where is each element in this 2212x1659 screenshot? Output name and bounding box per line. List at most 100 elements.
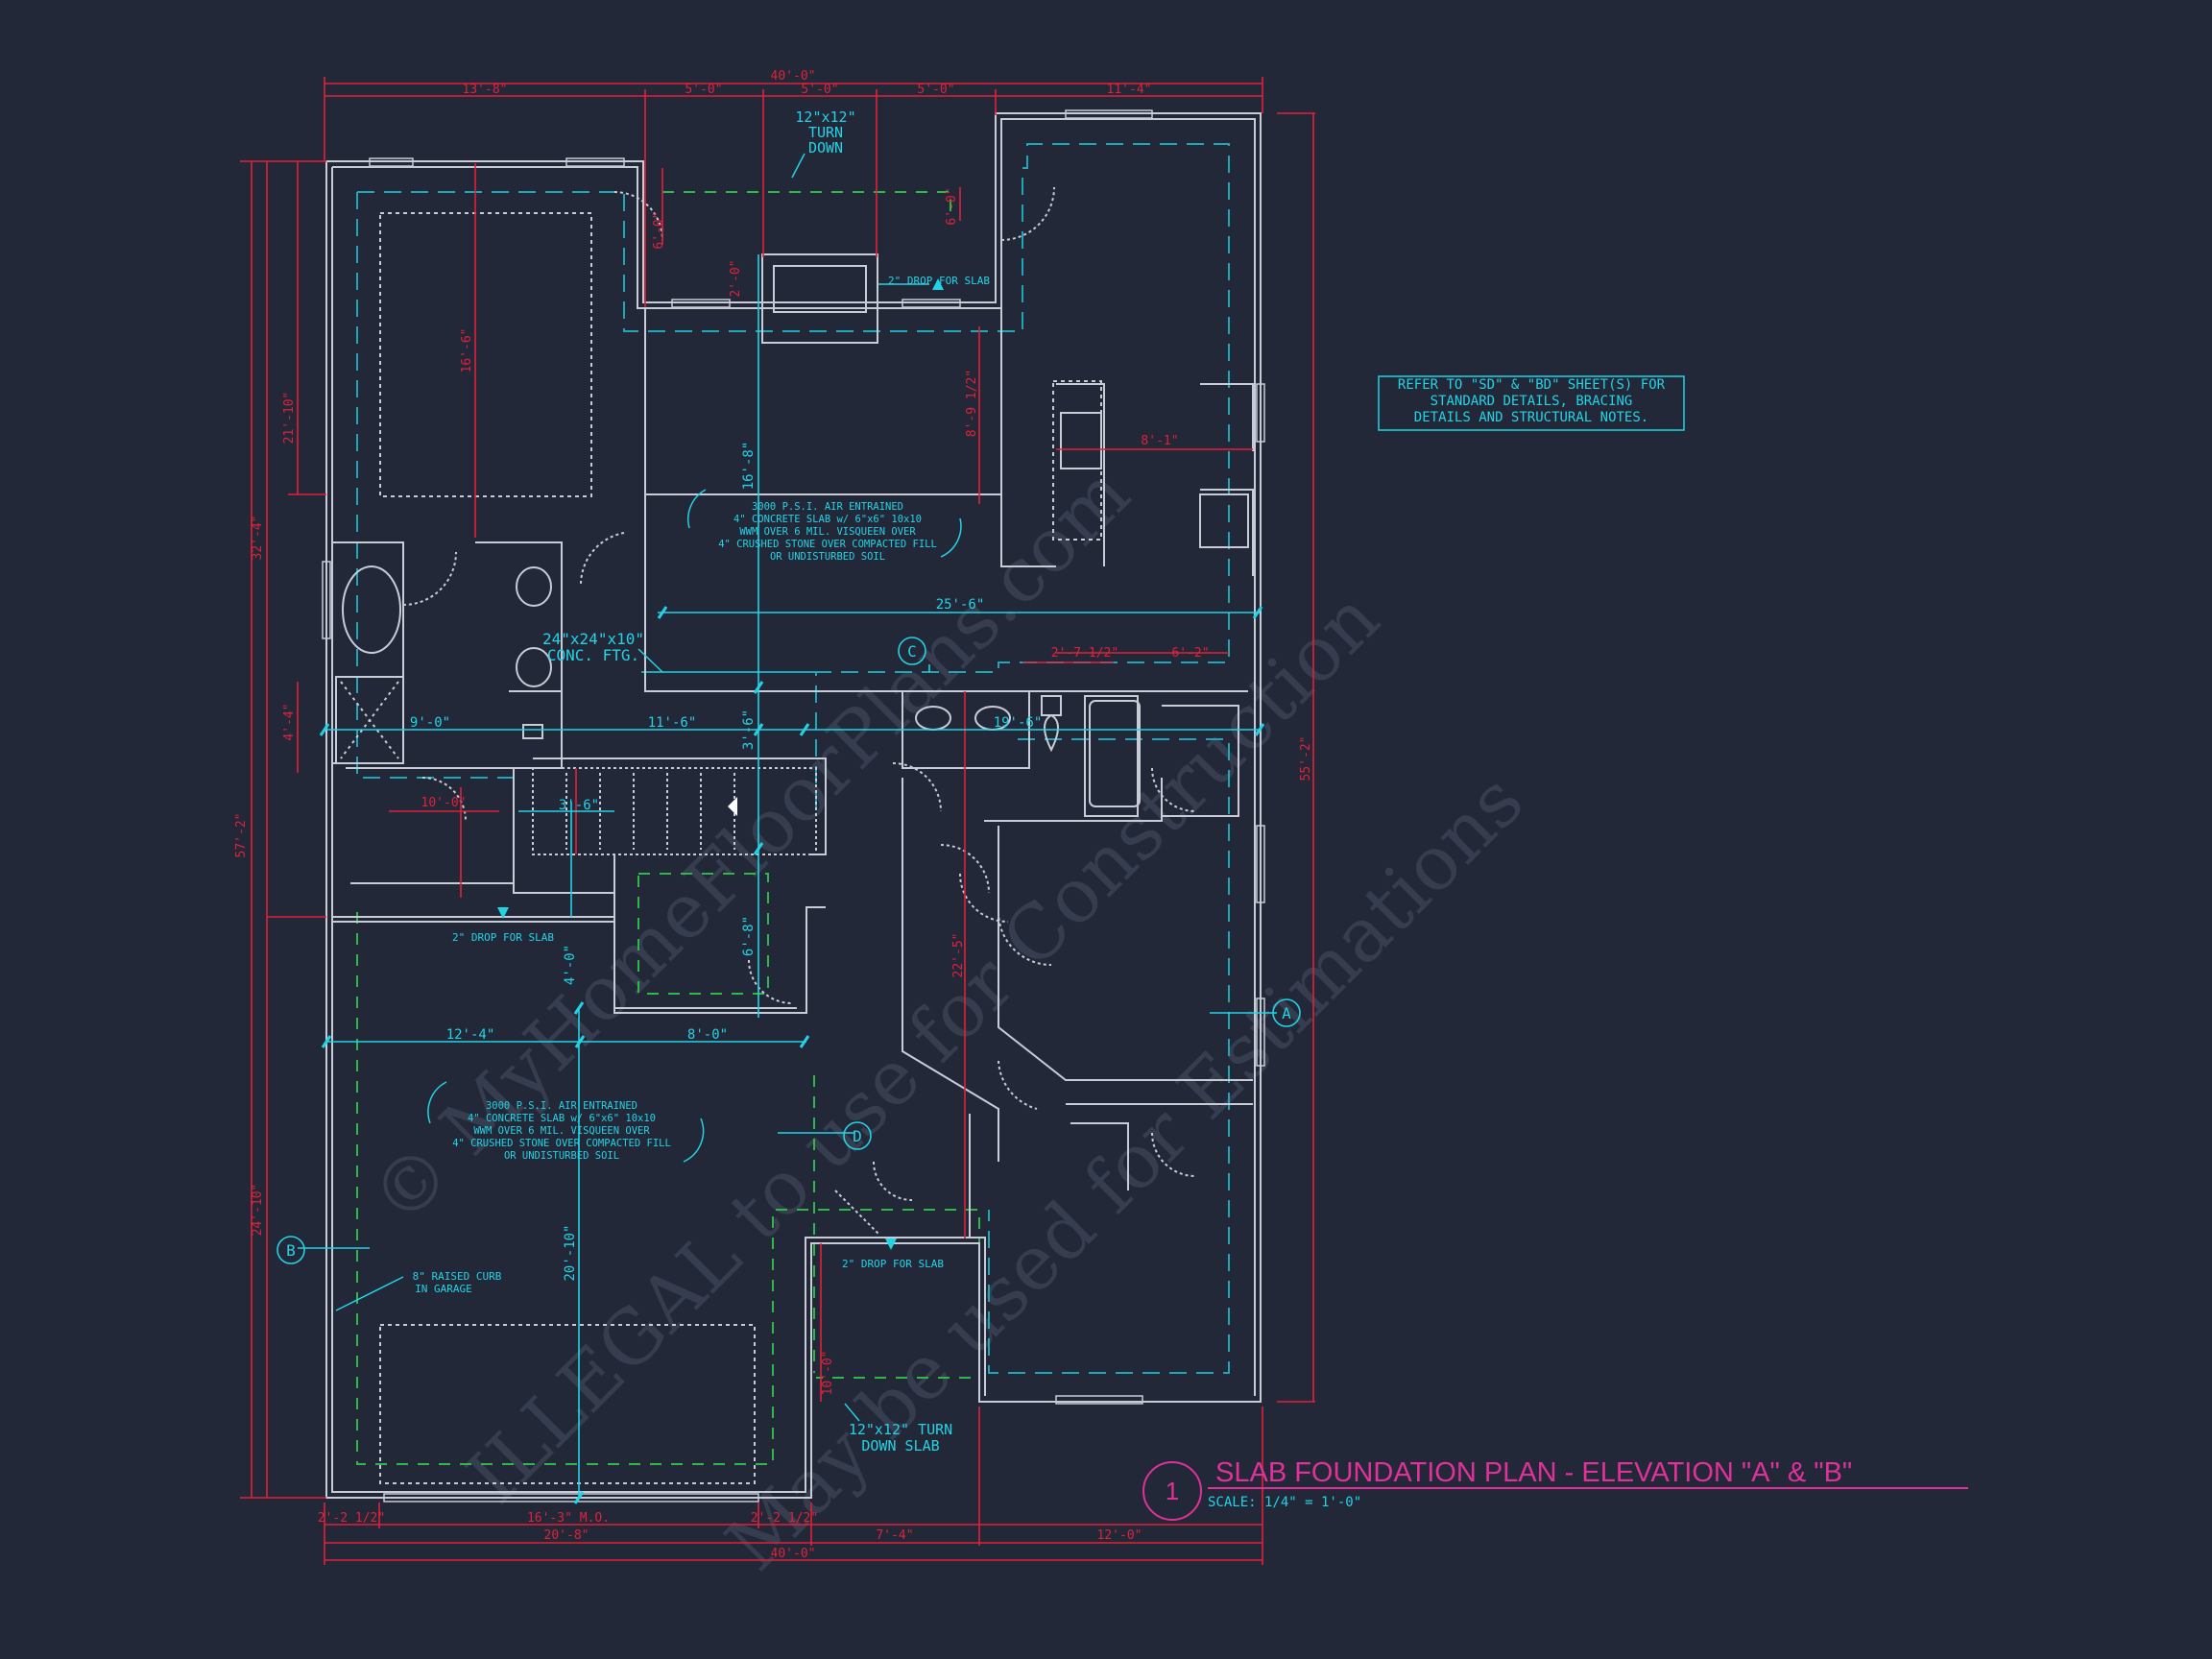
drop-slab-mid: 2" DROP FOR SLAB — [452, 931, 554, 944]
grid-marker-b — [276, 1236, 305, 1264]
grid-marker-c — [898, 637, 926, 665]
leader-lines — [335, 153, 962, 1422]
dim-19-6: 19'-6" — [994, 715, 1043, 731]
slab-note-garage-3: WWM OVER 6 MIL. VISQUEEN OVER — [473, 1125, 650, 1137]
raised-curb-line-2: IN GARAGE — [415, 1283, 472, 1295]
dimension-lines — [240, 77, 1315, 1565]
turn-down-top-line-1: 12"x12" — [795, 108, 855, 126]
slab-note-house-1: 3000 P.S.I. AIR ENTRAINED — [752, 501, 903, 513]
door-swings — [402, 186, 1196, 1235]
dim-bottom-overall: 40'-0" — [771, 1547, 816, 1561]
dim-bottom-1: 2'-2 1/2" — [318, 1511, 385, 1526]
master-sink-2 — [516, 647, 552, 687]
kitchen-island — [1052, 380, 1102, 541]
island-sink — [1060, 412, 1102, 469]
dim-top-2: 5'-0" — [685, 83, 722, 97]
tub — [342, 565, 401, 654]
general-note-box: REFER TO "SD" & "BD" SHEET(S) FOR STANDA… — [1378, 375, 1685, 431]
stairs — [532, 767, 817, 855]
dim-3-6-vert: 3'-6" — [741, 709, 757, 750]
dim-bottom-4: 20'-8" — [544, 1528, 589, 1543]
cyan-dimension-labels: 16'-8" 25'-6" 9'-0" 11'-6" 19'-6" 3'-6" … — [410, 442, 1042, 1282]
slab-note-garage: 3000 P.S.I. AIR ENTRAINED 4" CONCRETE SL… — [452, 1100, 671, 1162]
dim-bottom-2: 16'-3" M.O. — [527, 1511, 610, 1526]
title-number-circle — [1142, 1461, 1202, 1521]
footing-line-1: 24"x24"x10" — [542, 630, 644, 648]
dim-12-4: 12'-4" — [446, 1027, 495, 1043]
title-block: 1 SLAB FOUNDATION PLAN - ELEVATION "A" &… — [1142, 1457, 1968, 1521]
grid-marker-d — [843, 1121, 872, 1150]
slab-note-house: 3000 P.S.I. AIR ENTRAINED 4" CONCRETE SL… — [718, 501, 937, 563]
title-number: 1 — [1166, 1477, 1179, 1505]
grid-marker-labels: C A B D — [286, 642, 1291, 1260]
turn-down-bottom-line-1: 12"x12" TURN — [849, 1421, 952, 1438]
slab-note-garage-1: 3000 P.S.I. AIR ENTRAINED — [486, 1100, 637, 1112]
dim-2-0: 2'-0" — [729, 259, 743, 297]
turn-down-top-line-2: TURN — [808, 124, 843, 141]
slab-note-garage-4: 4" CRUSHED STONE OVER COMPACTED FILL — [452, 1138, 671, 1149]
section-marks — [497, 278, 944, 1250]
grid-marker-d-label: D — [853, 1127, 862, 1145]
dim-22-5: 22'-5" — [951, 933, 966, 978]
dimension-ticks — [319, 606, 1265, 1504]
dim-top-5: 11'-4" — [1107, 83, 1152, 97]
dim-10-0-b: 10'-0" — [821, 1351, 835, 1396]
cyan-dimension-lines — [298, 254, 1277, 1498]
general-note-line-3: DETAILS AND STRUCTURAL NOTES. — [1414, 410, 1648, 425]
footing-lines — [356, 143, 1230, 1374]
dim-20-10: 20'-10" — [563, 1224, 578, 1281]
dim-left-overall: 57'-2" — [234, 813, 249, 858]
dim-8-0: 8'-0" — [687, 1027, 728, 1043]
title-scale: SCALE: 1/4" = 1'-0" — [1208, 1495, 1361, 1510]
grid-marker-b-label: B — [286, 1241, 296, 1260]
dim-top-1: 13'-8" — [463, 83, 508, 97]
turn-down-top-line-3: DOWN — [808, 139, 843, 156]
slab-note-garage-5: OR UNDISTURBED SOIL — [504, 1150, 619, 1162]
dim-6-8: 6'-8" — [741, 916, 757, 956]
dim-8-9: 8'-9 1/2" — [965, 370, 979, 437]
master-sink-1 — [516, 566, 552, 607]
grid-markers — [276, 637, 1301, 1264]
dim-top-3: 5'-0" — [801, 83, 838, 97]
dim-top-4: 5'-0" — [917, 83, 954, 97]
dim-16-6: 16'-6" — [460, 328, 474, 373]
hall-tub — [1089, 700, 1141, 807]
dim-6-0-top: 6'-0" — [652, 211, 666, 249]
dim-8-1: 8'-1" — [1141, 434, 1178, 448]
dim-right-overall: 55'-2" — [1299, 736, 1313, 781]
dim-bottom-6: 12'-0" — [1097, 1528, 1142, 1543]
range — [1199, 493, 1249, 548]
dim-4-0: 4'-0" — [563, 945, 578, 985]
walls — [322, 109, 1265, 1503]
dim-6-0-right: 6'-0" — [945, 187, 959, 225]
footing-line-2: CONC. FTG. — [547, 646, 639, 664]
general-note-line-2: STANDARD DETAILS, BRACING — [1431, 394, 1633, 409]
toilet-master — [522, 724, 543, 739]
toilet-hall — [1041, 695, 1062, 753]
shower — [335, 676, 404, 764]
dim-left-2: 32'-4" — [251, 516, 265, 561]
title-text: SLAB FOUNDATION PLAN - ELEVATION "A" & "… — [1215, 1457, 1852, 1488]
slab-note-garage-2: 4" CONCRETE SLAB w/ 6"x6" 10x10 — [468, 1113, 656, 1124]
windows — [322, 109, 1265, 1503]
dim-left-4: 24'-10" — [251, 1184, 265, 1237]
slab-note-house-4: 4" CRUSHED STONE OVER COMPACTED FILL — [718, 539, 937, 550]
fireplace — [761, 253, 878, 344]
dimension-labels: 40'-0" 13'-8" 5'-0" 5'-0" 5'-0" 11'-4" 5… — [234, 69, 1313, 1561]
dim-9-0: 9'-0" — [410, 715, 450, 731]
dim-2-7: 2'-7 1/2" — [1051, 646, 1118, 661]
general-note-line-1: REFER TO "SD" & "BD" SHEET(S) FOR — [1398, 377, 1666, 393]
slab-note-house-5: OR UNDISTURBED SOIL — [770, 551, 885, 563]
dim-top-overall: 40'-0" — [771, 69, 816, 84]
hidden-lines — [356, 191, 980, 1465]
grid-marker-a — [1272, 998, 1301, 1027]
slab-note-house-2: 4" CONCRETE SLAB w/ 6"x6" 10x10 — [733, 514, 922, 525]
dim-left-1: 21'-10" — [282, 392, 297, 445]
dim-25-6: 25'-6" — [936, 597, 985, 613]
grid-marker-c-label: C — [907, 642, 917, 661]
grid-marker-a-label: A — [1282, 1004, 1291, 1022]
drop-slab-bottom: 2" DROP FOR SLAB — [842, 1258, 944, 1270]
bedroom-bed-outline — [379, 212, 592, 497]
